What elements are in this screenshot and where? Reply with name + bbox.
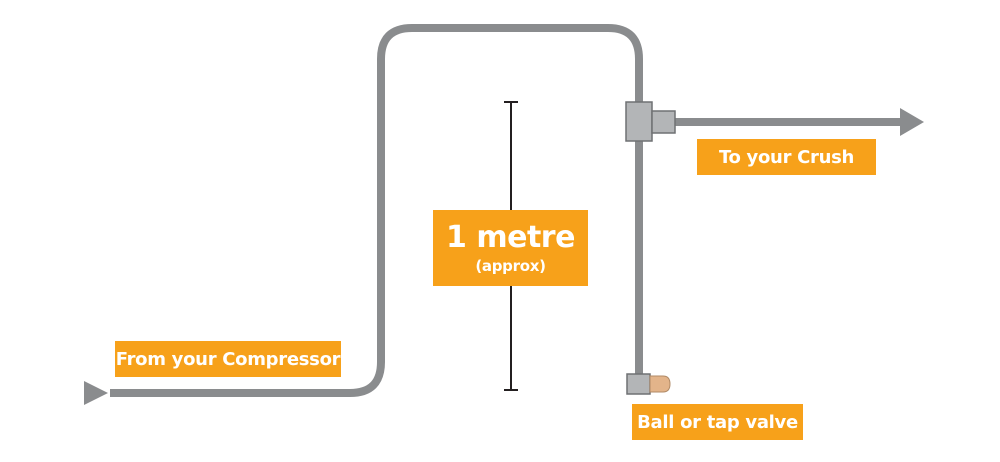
outlet-arrowhead: [900, 108, 924, 136]
measurement-value: 1 metre: [446, 220, 575, 255]
to-crush-label: To your Crush: [697, 139, 876, 175]
from-compressor-label: From your Compressor: [115, 341, 341, 377]
inlet-arrowhead: [84, 381, 108, 405]
tee-fitting-body: [625, 101, 653, 142]
main-pipe: [110, 24, 643, 397]
valve-fitting: [626, 373, 651, 395]
valve-tip-icon: [649, 375, 671, 393]
measurement-note: (approx): [475, 257, 546, 275]
valve-label: Ball or tap valve: [632, 404, 803, 440]
tee-fitting-branch: [651, 110, 676, 134]
measurement-label: 1 metre (approx): [433, 210, 588, 286]
